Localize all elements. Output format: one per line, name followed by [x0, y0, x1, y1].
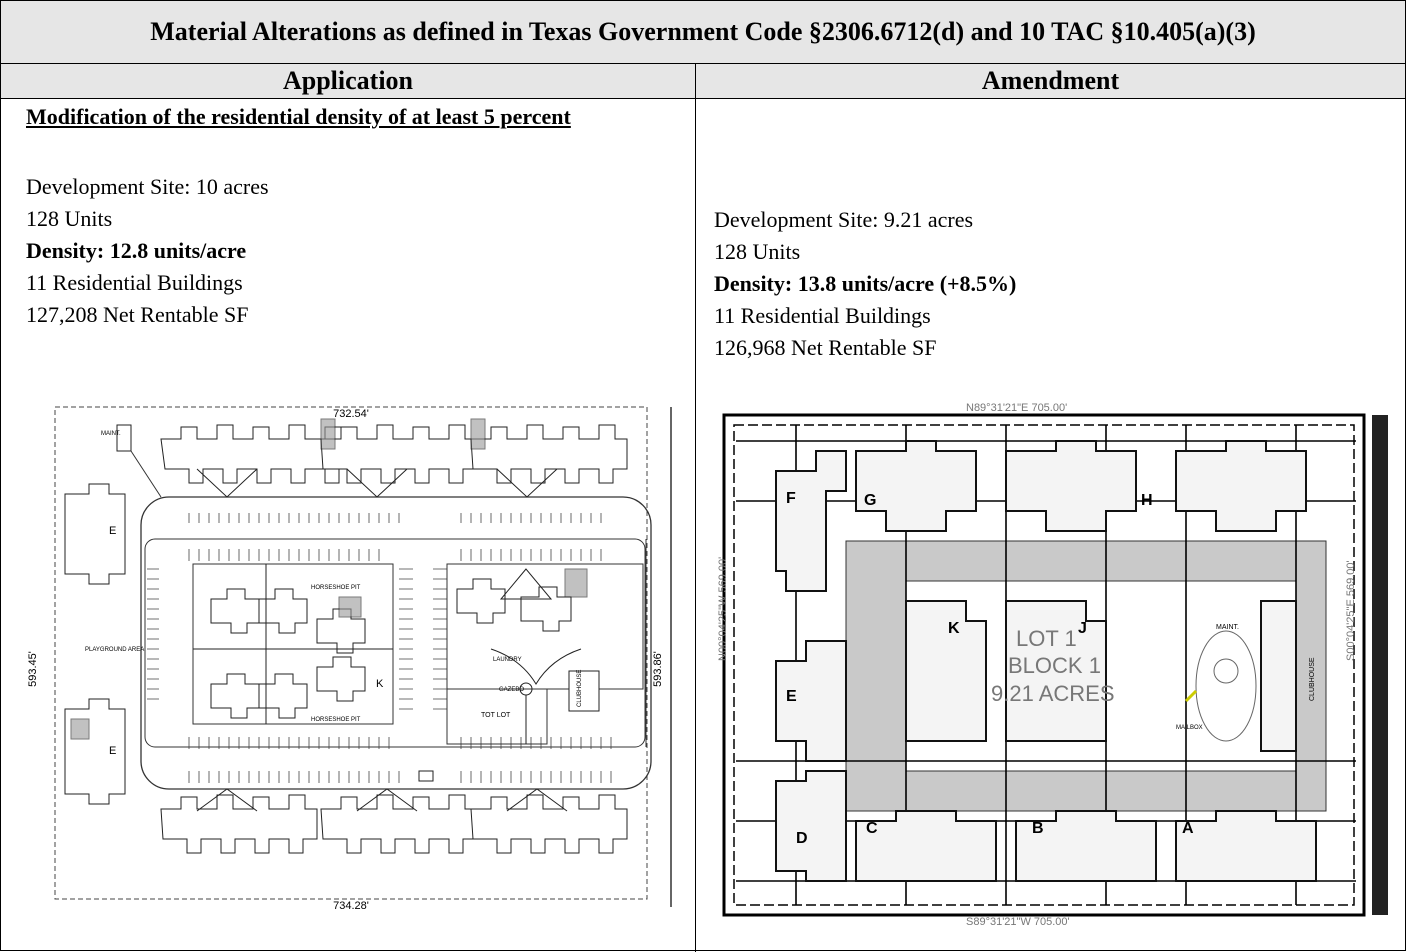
right-edge-strip [1372, 415, 1388, 915]
svg-text:BLOCK 1: BLOCK 1 [1008, 653, 1101, 678]
bearing-left: N00°04'25"W 569.00' [717, 557, 729, 661]
gazebo-label: GAZEBO [499, 687, 524, 693]
horseshoe-pit-bottom: HORSESHOE PIT [311, 717, 361, 723]
column-header-row: Application Amendment [1, 64, 1405, 99]
bottom-dimension: 734.28' [333, 900, 369, 911]
bearing-right: S00°04'25"E 569.00' [1345, 560, 1357, 661]
buildings-interior [210, 568, 600, 719]
svg-text:C: C [866, 820, 878, 837]
bldg-e-lower: E [109, 745, 116, 757]
application-units: 128 Units [26, 206, 113, 231]
amendment-site: Development Site: 9.21 acres [714, 207, 974, 232]
parking-sides [147, 563, 644, 745]
top-row-courtyards [196, 418, 558, 498]
right-dimension: 593.86' [652, 651, 664, 687]
application-column: Modification of the residential density … [26, 98, 666, 331]
density-subheading: Modification of the residential density … [26, 104, 571, 129]
svg-text:A: A [1182, 820, 1194, 837]
amendment-clubhouse: CLUBHOUSE [1309, 657, 1316, 701]
buildings-left [64, 424, 132, 805]
bldg-e-upper: E [109, 525, 116, 537]
lot-block-acres: LOT 1 BLOCK 1 9.21 ACRES [991, 626, 1115, 706]
application-buildings: 11 Residential Buildings [26, 270, 243, 295]
maint-label: MAINT. [101, 431, 121, 437]
amendment-site-plan: N89°31'21"E 705.00' S89°31'21"W 705.00' … [716, 401, 1391, 929]
svg-text:9.21 ACRES: 9.21 ACRES [991, 681, 1115, 706]
bearing-top: N89°31'21"E 705.00' [966, 402, 1067, 414]
top-dimension: 732.54' [333, 408, 369, 420]
clubhouse-label: CLUBHOUSE [577, 670, 583, 707]
amendment-density: Density: 13.8 units/acre (+8.5%) [714, 271, 1017, 296]
svg-text:H: H [1141, 492, 1153, 509]
horseshoe-pit-top: HORSESHOE PIT [311, 585, 361, 591]
parking-top [188, 513, 602, 561]
parking-bottom [188, 737, 612, 783]
column-divider [695, 64, 696, 952]
ring-road-inner [144, 538, 646, 748]
application-site-plan: 732.54' 734.28' 593.45' 593.86' [27, 406, 672, 911]
table-title: Material Alterations as defined in Texas… [1, 1, 1405, 64]
boundary [722, 413, 1366, 917]
bottom-row-courtyards [196, 770, 568, 812]
interior-walks [193, 564, 582, 744]
bldg-k-label: K [376, 678, 384, 690]
ring-road-outer [140, 496, 652, 790]
bearing-bottom: S89°31'21"W 705.00' [966, 916, 1070, 928]
application-site: Development Site: 10 acres [26, 174, 269, 199]
amendment-nrsf: 126,968 Net Rentable SF [714, 335, 937, 360]
amendment-column: Development Site: 9.21 acres 128 Units D… [714, 98, 1374, 364]
svg-text:LOT 1: LOT 1 [1016, 626, 1077, 651]
playground-label: PLAYGROUND AREA [85, 647, 144, 653]
svg-text:G: G [864, 492, 876, 509]
amendment-maint: MAINT. [1216, 624, 1239, 631]
amendment-column-header: Amendment [981, 66, 1120, 95]
amendment-units: 128 Units [714, 239, 801, 264]
amendment-buildings: 11 Residential Buildings [714, 303, 931, 328]
application-column-header: Application [282, 66, 414, 95]
buildings-bottom-row [160, 794, 628, 854]
left-dimension: 593.45' [27, 651, 39, 687]
tot-lot-label: TOT LOT [481, 712, 511, 719]
application-nrsf: 127,208 Net Rentable SF [26, 302, 249, 327]
amendment-mailbox: MAILBOX [1176, 725, 1203, 731]
application-density: Density: 12.8 units/acre [26, 238, 247, 263]
laundry-label: LAUNDRY [493, 657, 522, 663]
amendment-amenities [1184, 630, 1257, 742]
svg-text:D: D [796, 830, 808, 847]
svg-text:J: J [1078, 620, 1087, 637]
svg-text:F: F [786, 490, 796, 507]
svg-text:E: E [786, 688, 797, 705]
amendment-buildings [775, 440, 1317, 882]
amendment-building-letters: F G H E K J D C B A [786, 490, 1194, 847]
svg-text:B: B [1032, 820, 1044, 837]
buildings-top-row [160, 424, 628, 484]
svg-text:K: K [948, 620, 960, 637]
